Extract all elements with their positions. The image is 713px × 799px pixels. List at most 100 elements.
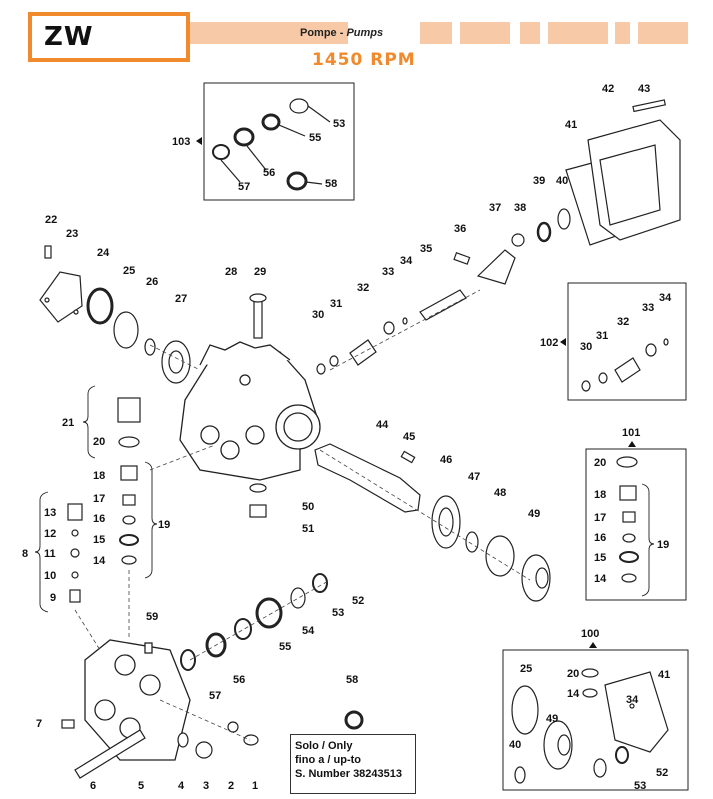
label-10: 10: [44, 570, 56, 582]
label-15: 15: [93, 534, 105, 546]
seal-24: [86, 287, 114, 325]
label-43: 43: [638, 83, 650, 95]
label-100-49: 49: [546, 713, 558, 725]
kit-103-label: 103: [172, 136, 190, 148]
label-58: 58: [346, 674, 358, 686]
label-34: 34: [400, 255, 413, 267]
label-102-30: 30: [580, 341, 592, 353]
kit-103-marker: [196, 137, 202, 145]
label-101-14: 14: [594, 573, 607, 585]
label-5: 5: [138, 780, 144, 792]
label-35: 35: [420, 243, 432, 255]
title-main: Pompe -: [300, 27, 347, 39]
cover-23: [39, 271, 83, 323]
label-23: 23: [66, 228, 78, 240]
header-strip-c: [460, 22, 510, 44]
label-56: 56: [233, 674, 245, 686]
label-27: 27: [175, 293, 187, 305]
label-50: 50: [302, 501, 314, 513]
bolt-43: [632, 99, 667, 113]
label-25: 25: [123, 265, 135, 277]
crankshaft-44: [314, 443, 421, 513]
label-101-20: 20: [594, 457, 606, 469]
label-39: 39: [533, 175, 545, 187]
label-57: 57: [209, 690, 221, 702]
label-16: 16: [93, 513, 105, 525]
label-4: 4: [178, 780, 185, 792]
label-44: 44: [376, 419, 389, 431]
label-6: 6: [90, 780, 96, 792]
label-24: 24: [97, 247, 110, 259]
valve-21: [117, 397, 141, 423]
label-9: 9: [50, 592, 56, 604]
kit-102-marker: [560, 338, 566, 346]
note-line-3: S. Number 38243513: [295, 768, 403, 780]
label-100-20: 20: [567, 668, 579, 680]
label-1: 1: [252, 780, 258, 792]
label-102-33: 33: [642, 302, 654, 314]
label-40: 40: [556, 175, 568, 187]
label-2: 2: [228, 780, 234, 792]
label-28: 28: [225, 266, 237, 278]
kit-103-box: [203, 82, 355, 201]
label-52: 52: [352, 595, 364, 607]
label-51: 51: [302, 523, 314, 535]
label-101-17: 17: [594, 512, 606, 524]
label-7: 7: [36, 718, 42, 730]
label-100-52: 52: [656, 767, 668, 779]
label-11: 11: [44, 548, 56, 560]
label-29: 29: [254, 266, 266, 278]
serial-note: Solo / Only fino a / up-to S. Number 382…: [290, 734, 416, 794]
model-box: ZW: [28, 12, 190, 62]
label-46: 46: [440, 454, 452, 466]
label-48: 48: [494, 487, 506, 499]
kit-100-box: [502, 649, 689, 791]
note-line-1: Solo / Only: [295, 740, 353, 752]
label-103-56: 56: [263, 167, 275, 179]
oring-25: [113, 311, 139, 349]
label-42: 42: [602, 83, 614, 95]
kit-102-box: [567, 282, 687, 401]
label-37: 37: [489, 202, 501, 214]
label-53: 53: [332, 607, 344, 619]
kit-102-label: 102: [540, 337, 558, 349]
label-100-41: 41: [658, 669, 670, 681]
header-strip-e: [548, 22, 608, 44]
header-title: Pompe - Pumps: [300, 27, 383, 39]
label-41: 41: [565, 119, 577, 131]
label-20: 20: [93, 436, 105, 448]
label-103-58: 58: [325, 178, 337, 190]
header-strip-f: [615, 22, 630, 44]
label-103-55: 55: [309, 132, 321, 144]
kit-101-box: [585, 448, 687, 601]
label-36: 36: [454, 223, 466, 235]
label-101-16: 16: [594, 532, 606, 544]
label-55: 55: [279, 641, 291, 653]
label-30: 30: [312, 309, 324, 321]
header-strip-a: [188, 22, 348, 44]
label-102-31: 31: [596, 330, 608, 342]
label-33: 33: [382, 266, 394, 278]
label-26: 26: [146, 276, 158, 288]
conrod-37: [476, 249, 516, 285]
label-19: 19: [158, 519, 170, 531]
label-8: 8: [22, 548, 28, 560]
label-54: 54: [302, 625, 315, 637]
label-31: 31: [330, 298, 342, 310]
label-32: 32: [357, 282, 369, 294]
label-100-40: 40: [509, 739, 521, 751]
label-22: 22: [45, 214, 57, 226]
label-14: 14: [93, 555, 106, 567]
label-101-18: 18: [594, 489, 606, 501]
label-13: 13: [44, 507, 56, 519]
label-102-34: 34: [659, 292, 672, 304]
kit-100-marker: [589, 642, 597, 648]
header-strip-b: [420, 22, 452, 44]
circlip-26: [144, 338, 156, 356]
label-103-57: 57: [238, 181, 250, 193]
label-12: 12: [44, 528, 56, 540]
label-17: 17: [93, 493, 105, 505]
valve-13: [67, 503, 83, 521]
